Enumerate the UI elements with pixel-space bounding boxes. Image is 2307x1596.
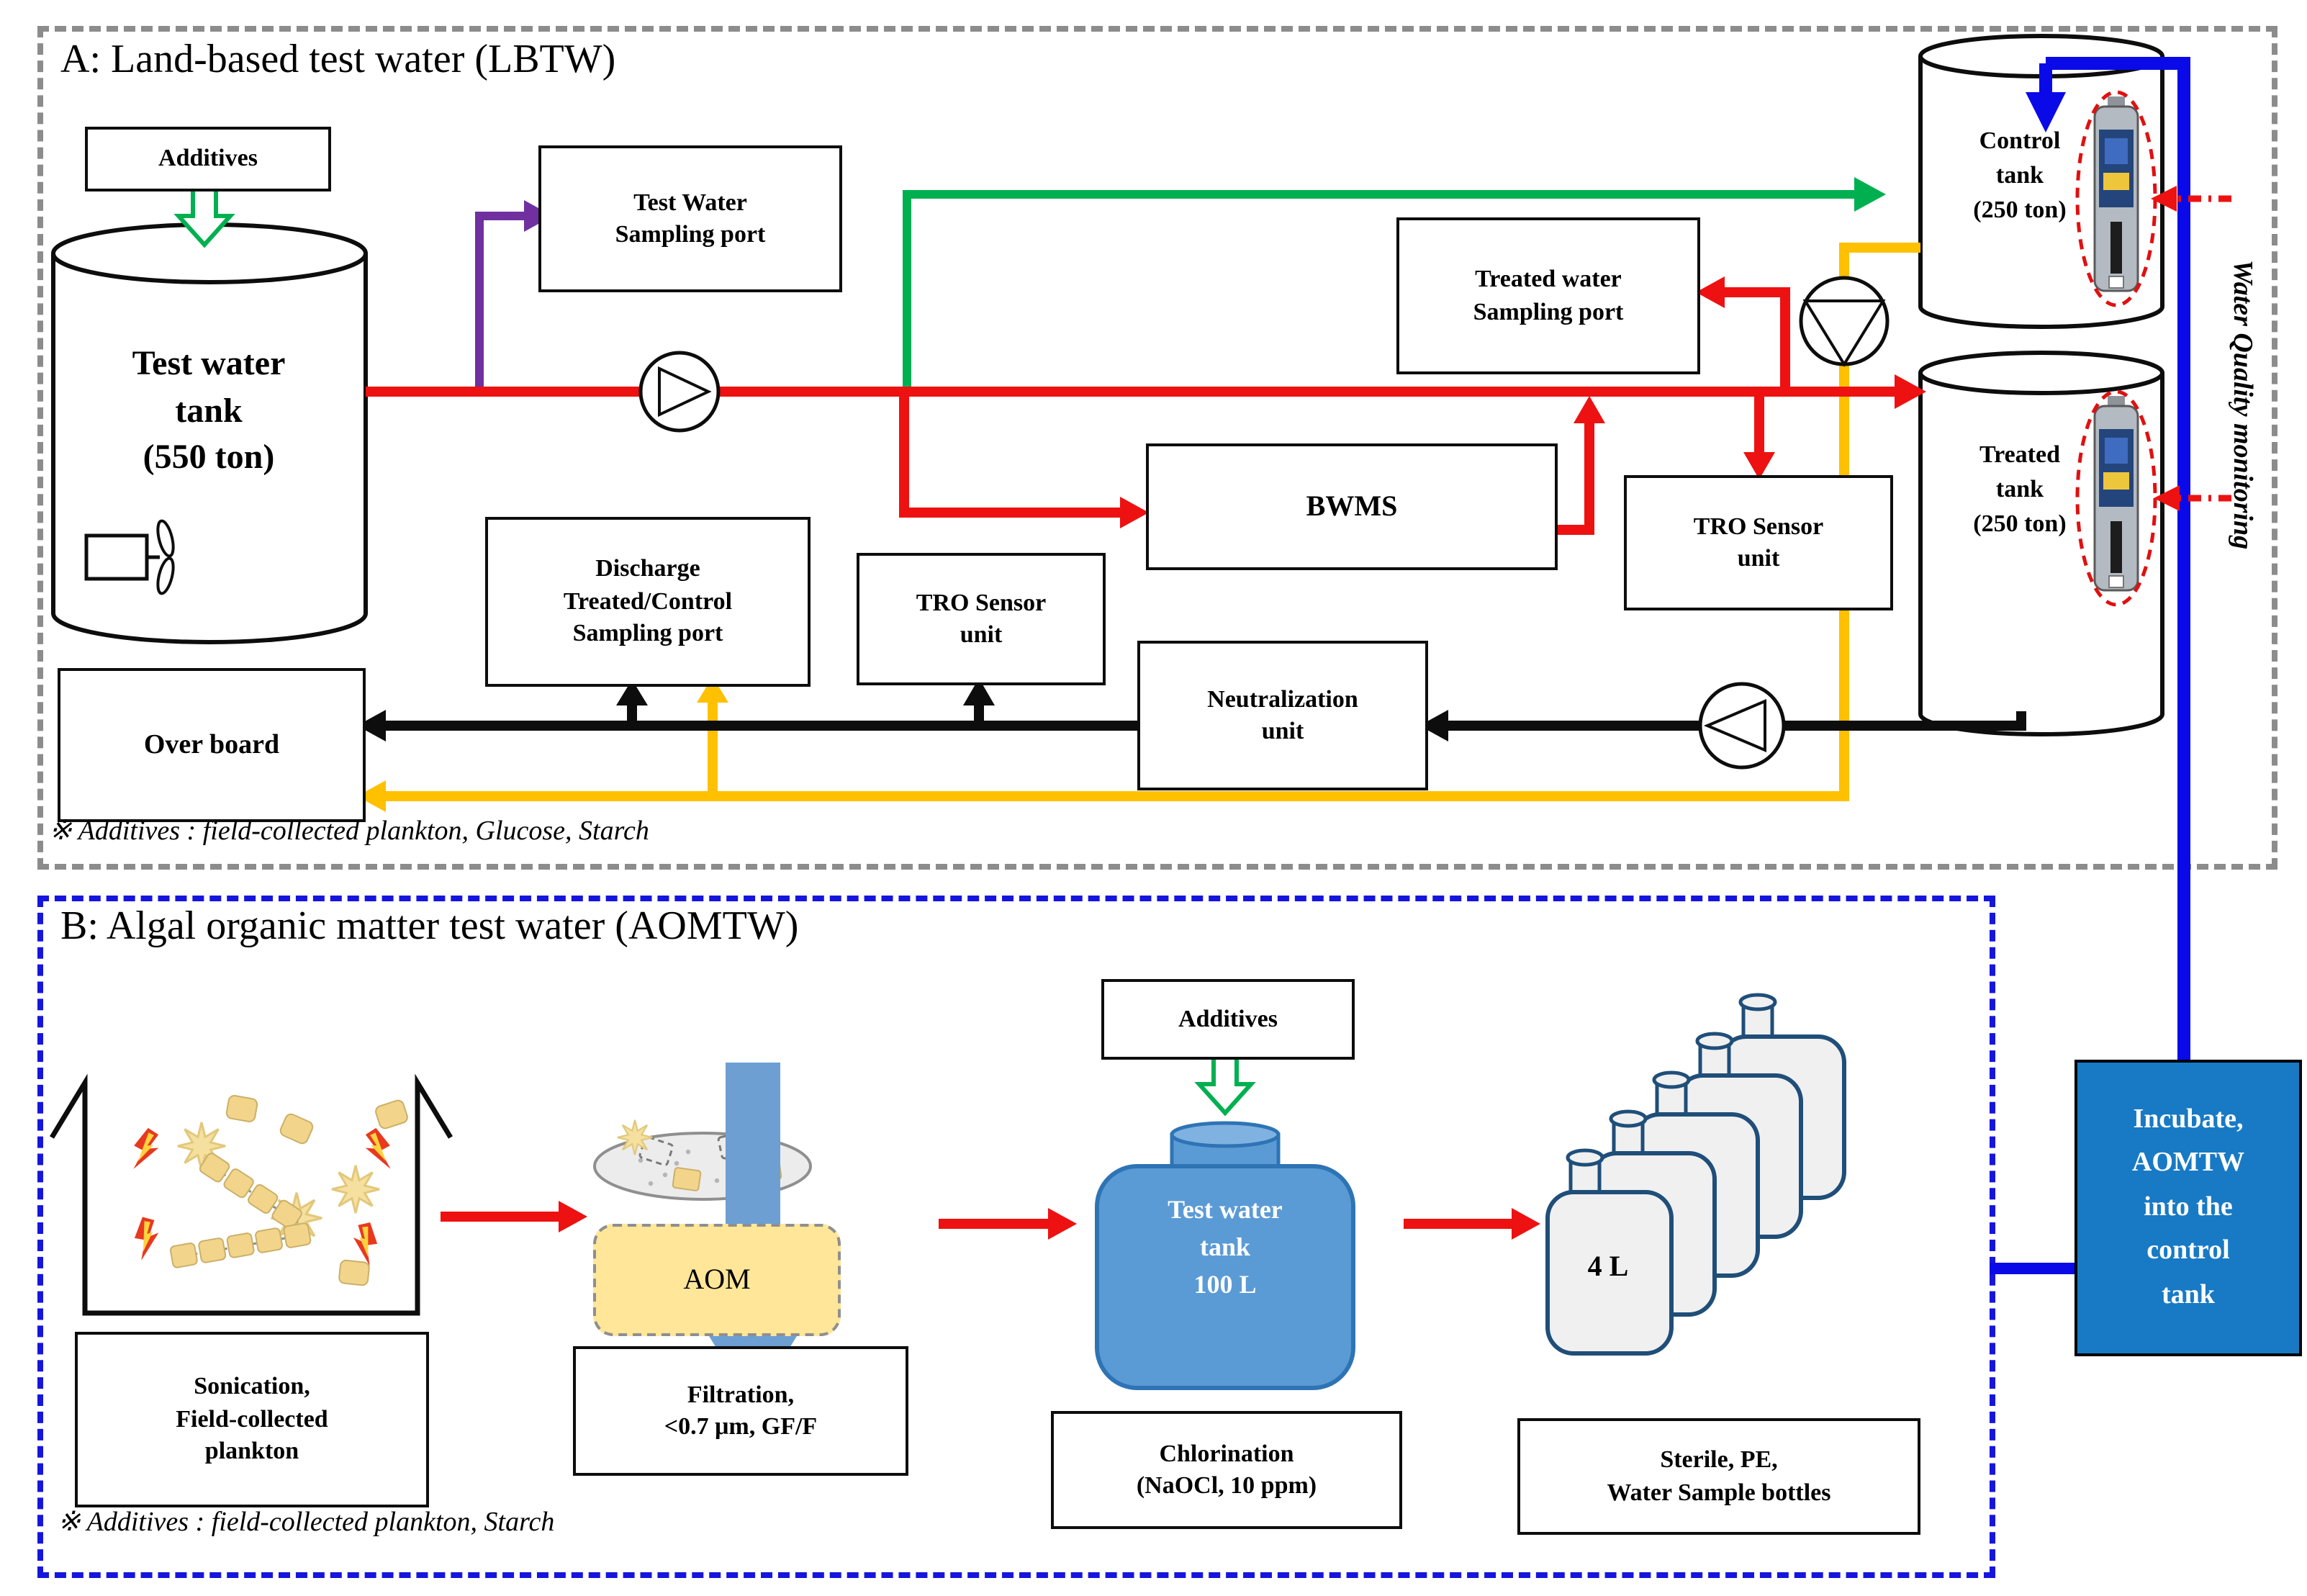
test-water-tank-100l	[1095, 1121, 1355, 1390]
plankton-starburst-icon	[177, 1122, 380, 1244]
panel-b-border	[37, 896, 1995, 1578]
overboard-box: Over board	[58, 668, 366, 822]
panel-b-title: B: Algal organic matter test water (AOMT…	[60, 904, 799, 949]
lightning-icon	[133, 1127, 159, 1169]
treated-tank-label: Treated tank (250 ton)	[1973, 441, 2067, 537]
blue-flow-line	[1990, 57, 2190, 1274]
tro-sensor-unit-left-box: TRO Sensor unit	[857, 553, 1106, 685]
additives-down-arrow-icon	[173, 186, 235, 248]
test-water-tank-label: Test water tank (550 ton)	[132, 346, 286, 477]
bottle-volume-label: 4 L	[1587, 1250, 1629, 1282]
panel-b-note: ※ Additives : field-collected plankton, …	[58, 1507, 555, 1538]
tro-sensor-unit-right-box: TRO Sensor unit	[1624, 475, 1893, 610]
control-tank-label: Control tank (250 ton)	[1973, 127, 2067, 223]
lightning-icon	[134, 1217, 159, 1261]
plankton-chain-icon	[169, 1095, 408, 1286]
treated-water-sampling-port-box: Treated water Sampling port	[1396, 217, 1700, 374]
plankton-starburst-icon	[617, 1119, 653, 1155]
additives-box-a: Additives	[85, 127, 331, 191]
red-flow-line	[366, 276, 1926, 535]
monitoring-arrow-icon	[2151, 186, 2231, 511]
water-quality-monitoring-label: Water Quality monitoring	[2227, 259, 2257, 550]
neutralization-unit-box: Neutralization unit	[1137, 641, 1428, 790]
pump-icon	[1698, 682, 1786, 770]
sensor-probe-icon	[2075, 90, 2157, 307]
filtration-label-box: Filtration, <0.7 μm, GF/F	[573, 1346, 908, 1476]
red-process-arrow	[441, 1201, 1540, 1240]
chlorination-label-box: Chlorination (NaOCl, 10 ppm)	[1051, 1411, 1402, 1529]
incubate-box: Incubate, AOMTW into the control tank	[2075, 1060, 2302, 1356]
additives-down-arrow-icon	[1194, 1055, 1256, 1117]
mixer-propeller-icon	[84, 519, 175, 595]
aom-box: AOM	[593, 1224, 841, 1336]
panel-a-border	[37, 26, 2277, 870]
lightning-icon	[353, 1222, 378, 1266]
sonication-container	[50, 1073, 453, 1316]
sample-bottles-icon	[1545, 993, 1846, 1356]
sample-bottles-label-box: Sterile, PE, Water Sample bottles	[1517, 1418, 1920, 1535]
black-return-line	[357, 678, 2026, 741]
additives-box-b: Additives	[1101, 979, 1355, 1060]
lightning-icon	[365, 1127, 391, 1169]
test-water-tank-100l-label: Test water tank 100 L	[1168, 1194, 1283, 1299]
test-water-sampling-port-box: Test Water Sampling port	[538, 145, 842, 292]
green-flow-line	[903, 177, 1886, 392]
sonication-label-box: Sonication, Field-collected plankton	[75, 1332, 429, 1507]
pump-icon	[1799, 276, 1890, 367]
panel-a-note: ※ Additives : field-collected plankton, …	[49, 816, 649, 847]
panel-a-title: A: Land-based test water (LBTW)	[60, 37, 616, 82]
bwms-box: BWMS	[1146, 443, 1558, 570]
discharge-sampling-port-box: Discharge Treated/Control Sampling port	[485, 517, 811, 687]
pump-icon	[638, 351, 721, 433]
